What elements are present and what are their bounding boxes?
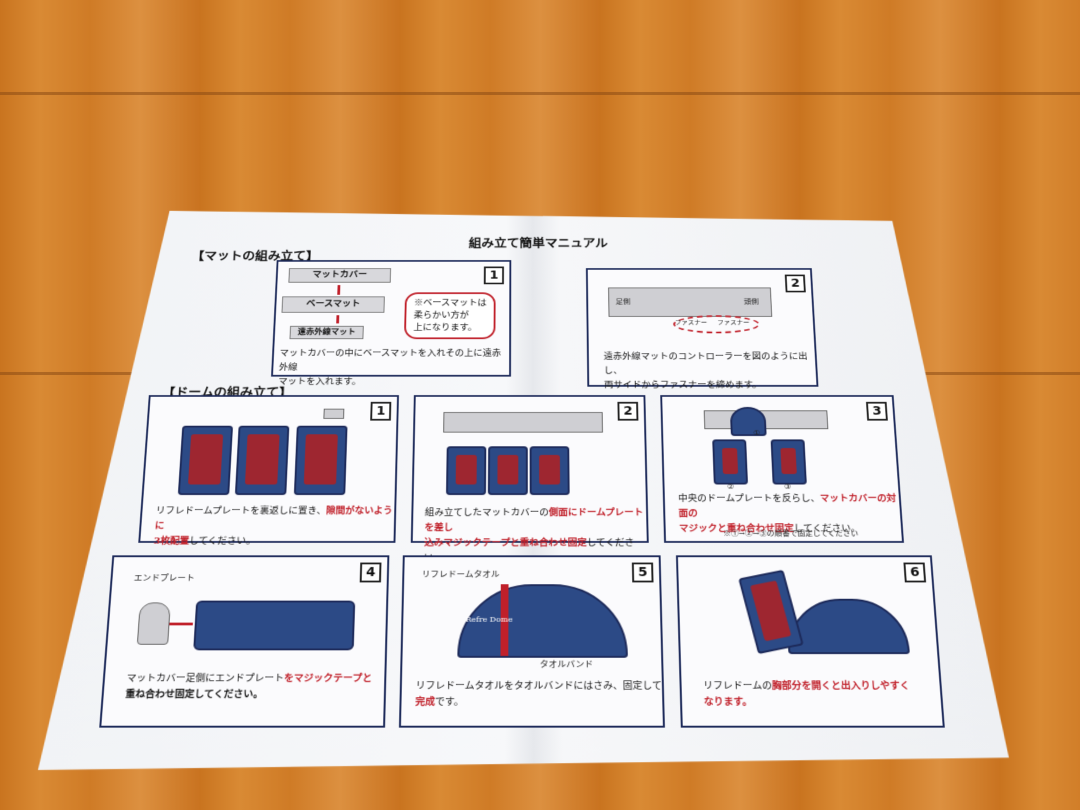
far-infrared-mat-bar: 遠赤外線マット xyxy=(289,326,363,339)
step-number: 2 xyxy=(617,402,638,421)
dome-step-4-box: 4 エンドプレート マットカバー足側にエンドプレートをマジックテープと 重ね合わ… xyxy=(99,555,389,727)
mat-step-1-box: 1 マットカバー ベースマット 遠赤外線マット ※ベースマットは 柔らかい方が … xyxy=(271,260,511,376)
order-marker-3: ③ xyxy=(783,482,792,491)
dome-plate xyxy=(294,426,348,495)
order-marker-2: ② xyxy=(727,482,735,491)
dome-tunnel-illustration xyxy=(193,601,355,651)
controller-icon xyxy=(323,409,344,419)
step-number: 1 xyxy=(370,402,391,421)
mat-cover-bar: マットカバー xyxy=(288,268,391,283)
opened-chest-plate xyxy=(738,570,804,654)
step-number: 4 xyxy=(360,563,382,583)
foot-side-tag: 足側 xyxy=(615,298,631,306)
dome-plate xyxy=(178,426,233,495)
step-number: 6 xyxy=(903,563,926,583)
dome-step-5-box: 5 リフレドームタオル Refre Dome タオルバンド リフレドームタオルを… xyxy=(399,555,665,727)
end-plate-illustration xyxy=(137,602,171,644)
dome-open-chest-illustration xyxy=(786,599,910,654)
dome-plate xyxy=(771,439,807,484)
dome-step-6-box: 6 リフレドームの胸部分を開くと出入りしやすく なります。 xyxy=(676,555,945,727)
dome-step-1-caption: リフレドームプレートを裏返しに置き、隙間がないように 3枚配置してください。 xyxy=(153,506,393,547)
step-number: 3 xyxy=(866,402,888,421)
floor-seam-top xyxy=(0,92,1080,95)
base-mat-bar: ベースマット xyxy=(281,296,384,312)
refre-dome-logo: Refre Dome xyxy=(465,615,513,624)
dome-plate xyxy=(712,439,748,484)
order-marker-1: ① xyxy=(753,429,761,437)
dome-plate-center-flexed xyxy=(730,407,767,436)
mat-step-2-caption: 遠赤外線マットのコントローラーを図のように出し、 両サイドからファスナーを締めま… xyxy=(603,352,808,391)
dome-plate xyxy=(446,446,486,495)
manual-title: 組み立て簡単マニュアル xyxy=(468,236,609,250)
towel-band-label: タオルバンド xyxy=(539,660,594,670)
zipper-left-label: ファスナー xyxy=(674,319,708,326)
dome-plate xyxy=(530,446,570,495)
dome-plate xyxy=(235,426,289,495)
head-side-tag: 頭側 xyxy=(743,298,759,306)
mat-step-2-box: 2 足側 頭側 ファスナー ファスナー 遠赤外線マットのコントローラーを図のよう… xyxy=(586,268,819,387)
mat-step-1-caption: マットカバーの中にベースマットを入れその上に遠赤外線 マットを入れます。 xyxy=(278,349,502,387)
arrow-up-icon xyxy=(337,285,340,295)
dome-step-2-box: 2 組み立てしたマットカバーの側面にドームプレートを差し 込みマジックテープと重… xyxy=(411,395,649,543)
end-plate-label: エンドプレート xyxy=(133,574,195,584)
dome-towel-label: リフレドームタオル xyxy=(421,570,500,580)
dome-plate xyxy=(488,446,528,495)
manual-sheet: 組み立て簡単マニュアル 【マットの組み立て】 【ドームの組み立て】 1 マットカ… xyxy=(38,211,1010,770)
order-note: ※①→②→③の順番で固定してください xyxy=(723,529,859,538)
soft-side-callout: ※ベースマットは 柔らかい方が 上になります。 xyxy=(404,292,496,339)
step-number: 2 xyxy=(785,275,806,293)
dome-step-1-box: 1 リフレドームプレートを裏返しに置き、隙間がないように 3枚配置してください。 xyxy=(138,395,399,543)
zipper-right-label: ファスナー xyxy=(717,319,750,326)
dome-step-6-caption: リフレドームの胸部分を開くと出入りしやすく なります。 xyxy=(703,681,911,708)
dome-step-5-caption: リフレドームタオルをタオルバンドにはさみ、固定して 完成です。 xyxy=(415,681,662,708)
dome-step-4-caption: マットカバー足側にエンドプレートをマジックテープと 重ね合わせ固定してください。 xyxy=(125,673,373,701)
step-number: 5 xyxy=(632,563,654,583)
mat-illustration xyxy=(443,412,603,432)
step-number: 1 xyxy=(484,267,504,285)
arrow-up-icon xyxy=(336,315,339,323)
dome-step-3-box: 3 ① ② ③ 中央のドームプレートを反らし、マットカバーの対面の マジックと重… xyxy=(660,395,904,543)
arrow-right-icon xyxy=(169,623,193,626)
